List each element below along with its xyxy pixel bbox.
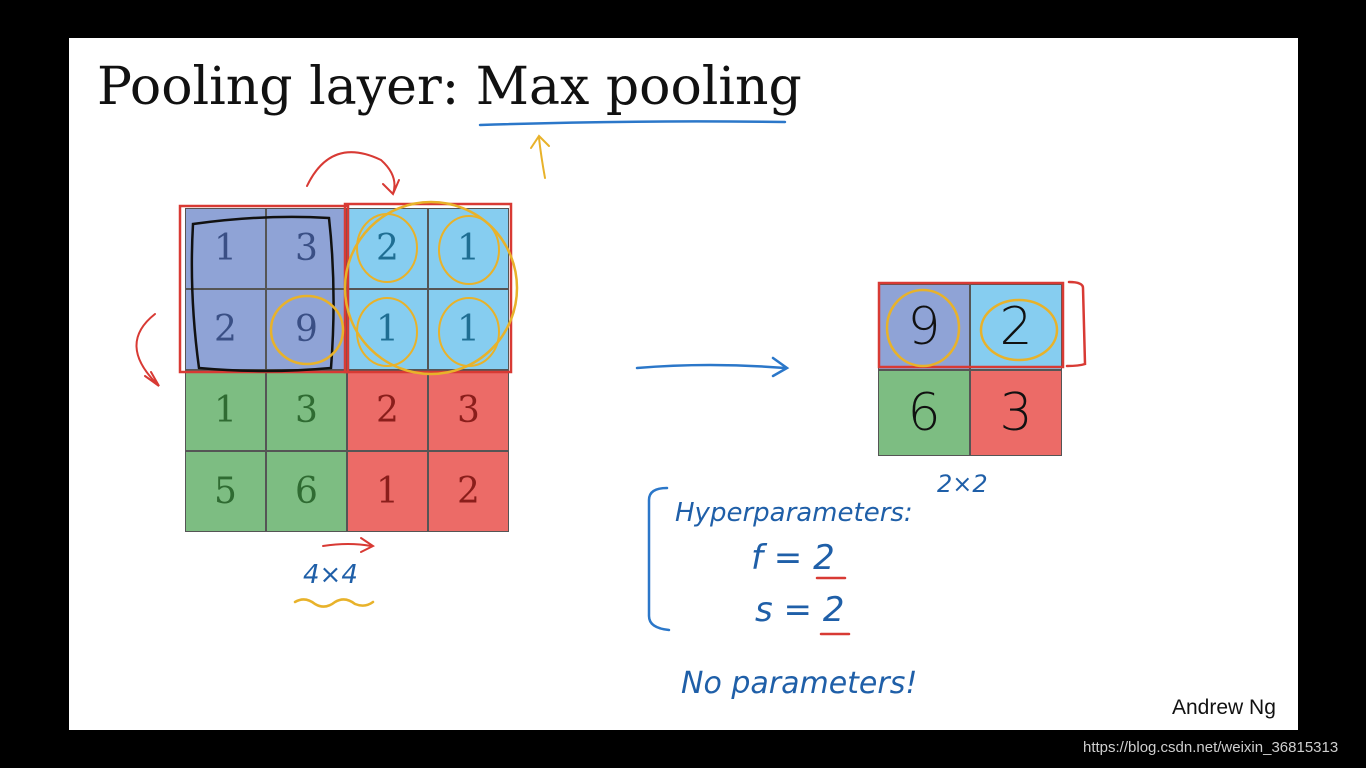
input-cell-r3-c0: 5 bbox=[185, 451, 266, 532]
stride-arrow-top bbox=[306, 151, 400, 196]
output-matrix: 9 2 6 3 bbox=[878, 284, 1062, 456]
input-cell-r2-c1: 3 bbox=[266, 370, 347, 451]
input-cell-r2-c3: 3 bbox=[428, 370, 509, 451]
value-circle-1a bbox=[438, 215, 500, 285]
value-circle-2 bbox=[356, 213, 418, 283]
input-cell-r3-c1: 6 bbox=[266, 451, 347, 532]
input-cell-r3-c3: 2 bbox=[428, 451, 509, 532]
no-parameters-note: No parameters! bbox=[681, 666, 918, 701]
output-circle-2 bbox=[979, 298, 1059, 362]
title-pointer-arrow bbox=[530, 134, 550, 179]
input-matrix: 1 3 2 1 2 9 1 1 1 3 2 3 5 6 1 2 bbox=[185, 208, 509, 532]
window-outline-1 bbox=[178, 204, 350, 374]
hyperparameters-title: Hyperparameters: bbox=[675, 498, 913, 528]
hyperparameter-f: f = 2 bbox=[751, 538, 835, 578]
value-circle-1c bbox=[438, 297, 500, 367]
window-selection-outline bbox=[190, 215, 335, 373]
size-arrow-under-grid bbox=[322, 537, 375, 553]
region-circle-top-right bbox=[343, 200, 519, 376]
output-row-bracket bbox=[1065, 280, 1087, 368]
attribution: Andrew Ng bbox=[1172, 696, 1276, 719]
input-size-label: 4×4 bbox=[303, 560, 358, 590]
output-cell-r1-c1: 3 bbox=[970, 370, 1062, 456]
output-circle-9 bbox=[885, 288, 961, 368]
max-circle-9 bbox=[269, 294, 345, 366]
output-cell-r0-c1: 2 bbox=[970, 284, 1062, 370]
source-watermark: https://blog.csdn.net/weixin_36815313 bbox=[1083, 739, 1339, 756]
title-underline bbox=[478, 120, 787, 127]
output-cell-r1-c0: 6 bbox=[878, 370, 970, 456]
input-cell-r0-c0: 1 bbox=[185, 208, 266, 289]
size-squiggle bbox=[293, 598, 375, 608]
value-circle-1b bbox=[356, 297, 418, 367]
input-cell-r1-c2: 1 bbox=[347, 289, 428, 370]
input-cell-r2-c2: 2 bbox=[347, 370, 428, 451]
output-size-label: 2×2 bbox=[937, 470, 988, 498]
output-row-outline bbox=[877, 281, 1065, 369]
stride-arrow-left bbox=[135, 313, 160, 387]
slide-title: Pooling layer: Max pooling bbox=[97, 56, 802, 118]
input-cell-r0-c2: 2 bbox=[347, 208, 428, 289]
input-cell-r0-c3: 1 bbox=[428, 208, 509, 289]
input-cell-r1-c3: 1 bbox=[428, 289, 509, 370]
hyperparameter-s: s = 2 bbox=[755, 590, 845, 630]
output-cell-r0-c0: 9 bbox=[878, 284, 970, 370]
slide: Pooling layer: Max pooling 1 3 2 1 2 9 1… bbox=[69, 38, 1298, 730]
handwritten-annotations bbox=[135, 120, 1087, 636]
transform-arrow bbox=[635, 356, 790, 378]
title-prefix: Pooling layer: bbox=[97, 57, 476, 117]
title-emphasis: Max pooling bbox=[475, 57, 802, 117]
input-cell-r2-c0: 1 bbox=[185, 370, 266, 451]
hyperparameters-bracket bbox=[647, 486, 671, 632]
input-cell-r3-c2: 1 bbox=[347, 451, 428, 532]
